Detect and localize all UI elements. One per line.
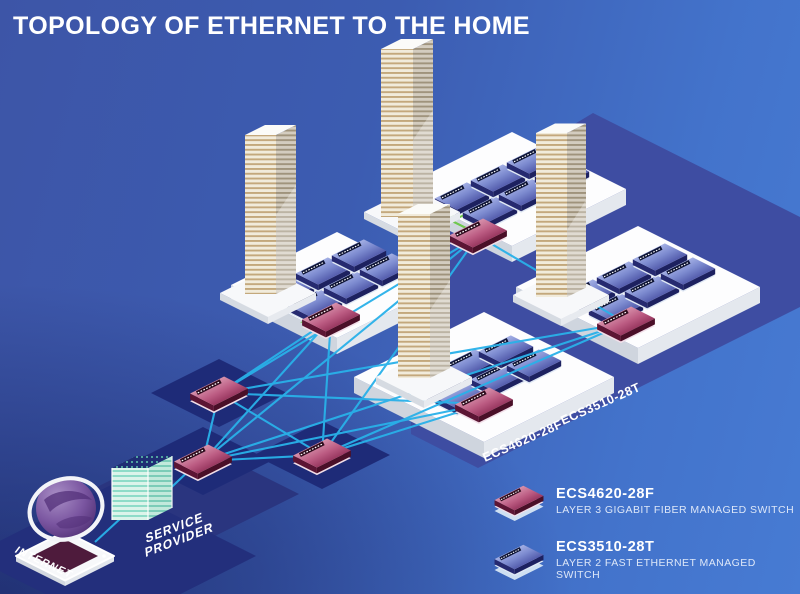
building-tower-1 (220, 125, 316, 324)
tower-front (245, 135, 276, 294)
legend-description: LAYER 3 GIGABIT FIBER MANAGED SWITCH (556, 503, 795, 516)
globe-landmass (44, 491, 92, 512)
legend: ECS4620-28F LAYER 3 GIGABIT FIBER MANAGE… (492, 477, 800, 594)
tower-side (276, 125, 296, 294)
globe-landmass (56, 516, 92, 529)
link-line (202, 318, 332, 462)
legend-model: ECS4620-28F (556, 486, 655, 503)
tower-highlight (276, 185, 296, 294)
fiber-mesh-links (94, 235, 627, 543)
tablet-side (16, 556, 65, 586)
tower-roof (398, 204, 450, 214)
tower-roof (381, 39, 433, 49)
tower-roof (536, 123, 586, 133)
building-tower-2 (364, 39, 460, 243)
tower-side (567, 123, 586, 297)
tower-front (536, 133, 567, 297)
tablet-screen (32, 539, 98, 573)
tower-front (381, 49, 413, 217)
legend-item-ethernet-switch: ECS3510-28T LAYER 2 FAST ETHERNET MANAGE… (492, 536, 800, 584)
link-line (202, 402, 485, 463)
internet-device (15, 476, 115, 586)
tower-front (398, 214, 430, 378)
building-tower-3 (376, 204, 472, 408)
tower-side (430, 204, 450, 378)
service-provider-server-icon (111, 456, 173, 520)
legend-description: LAYER 2 FAST ETHERNET MANAGED SWITCH (556, 556, 756, 581)
platform-side (638, 287, 760, 364)
tower-roof (245, 125, 296, 135)
link-line (218, 392, 323, 456)
globe-ring (27, 476, 105, 542)
platform-side (484, 377, 614, 458)
tower-side (413, 39, 433, 217)
building-tower-4 (513, 123, 609, 326)
legend-item-fiber-switch: ECS4620-28F LAYER 3 GIGABIT FIBER MANAGE… (492, 477, 800, 525)
tower-highlight (567, 200, 586, 297)
link-line (218, 391, 485, 406)
tower-highlight (430, 280, 450, 378)
tablet-side (65, 556, 114, 586)
page-title: TOPOLOGY OF ETHERNET TO THE HOME (13, 12, 531, 40)
ethernet-switch-icon (492, 542, 546, 581)
link-line (320, 318, 333, 456)
tablet-button (102, 554, 106, 558)
tower-highlight (413, 110, 433, 217)
legend-model: ECS3510-28T (556, 539, 655, 556)
link-line (321, 322, 627, 456)
fiber-switch-icon (492, 483, 546, 522)
